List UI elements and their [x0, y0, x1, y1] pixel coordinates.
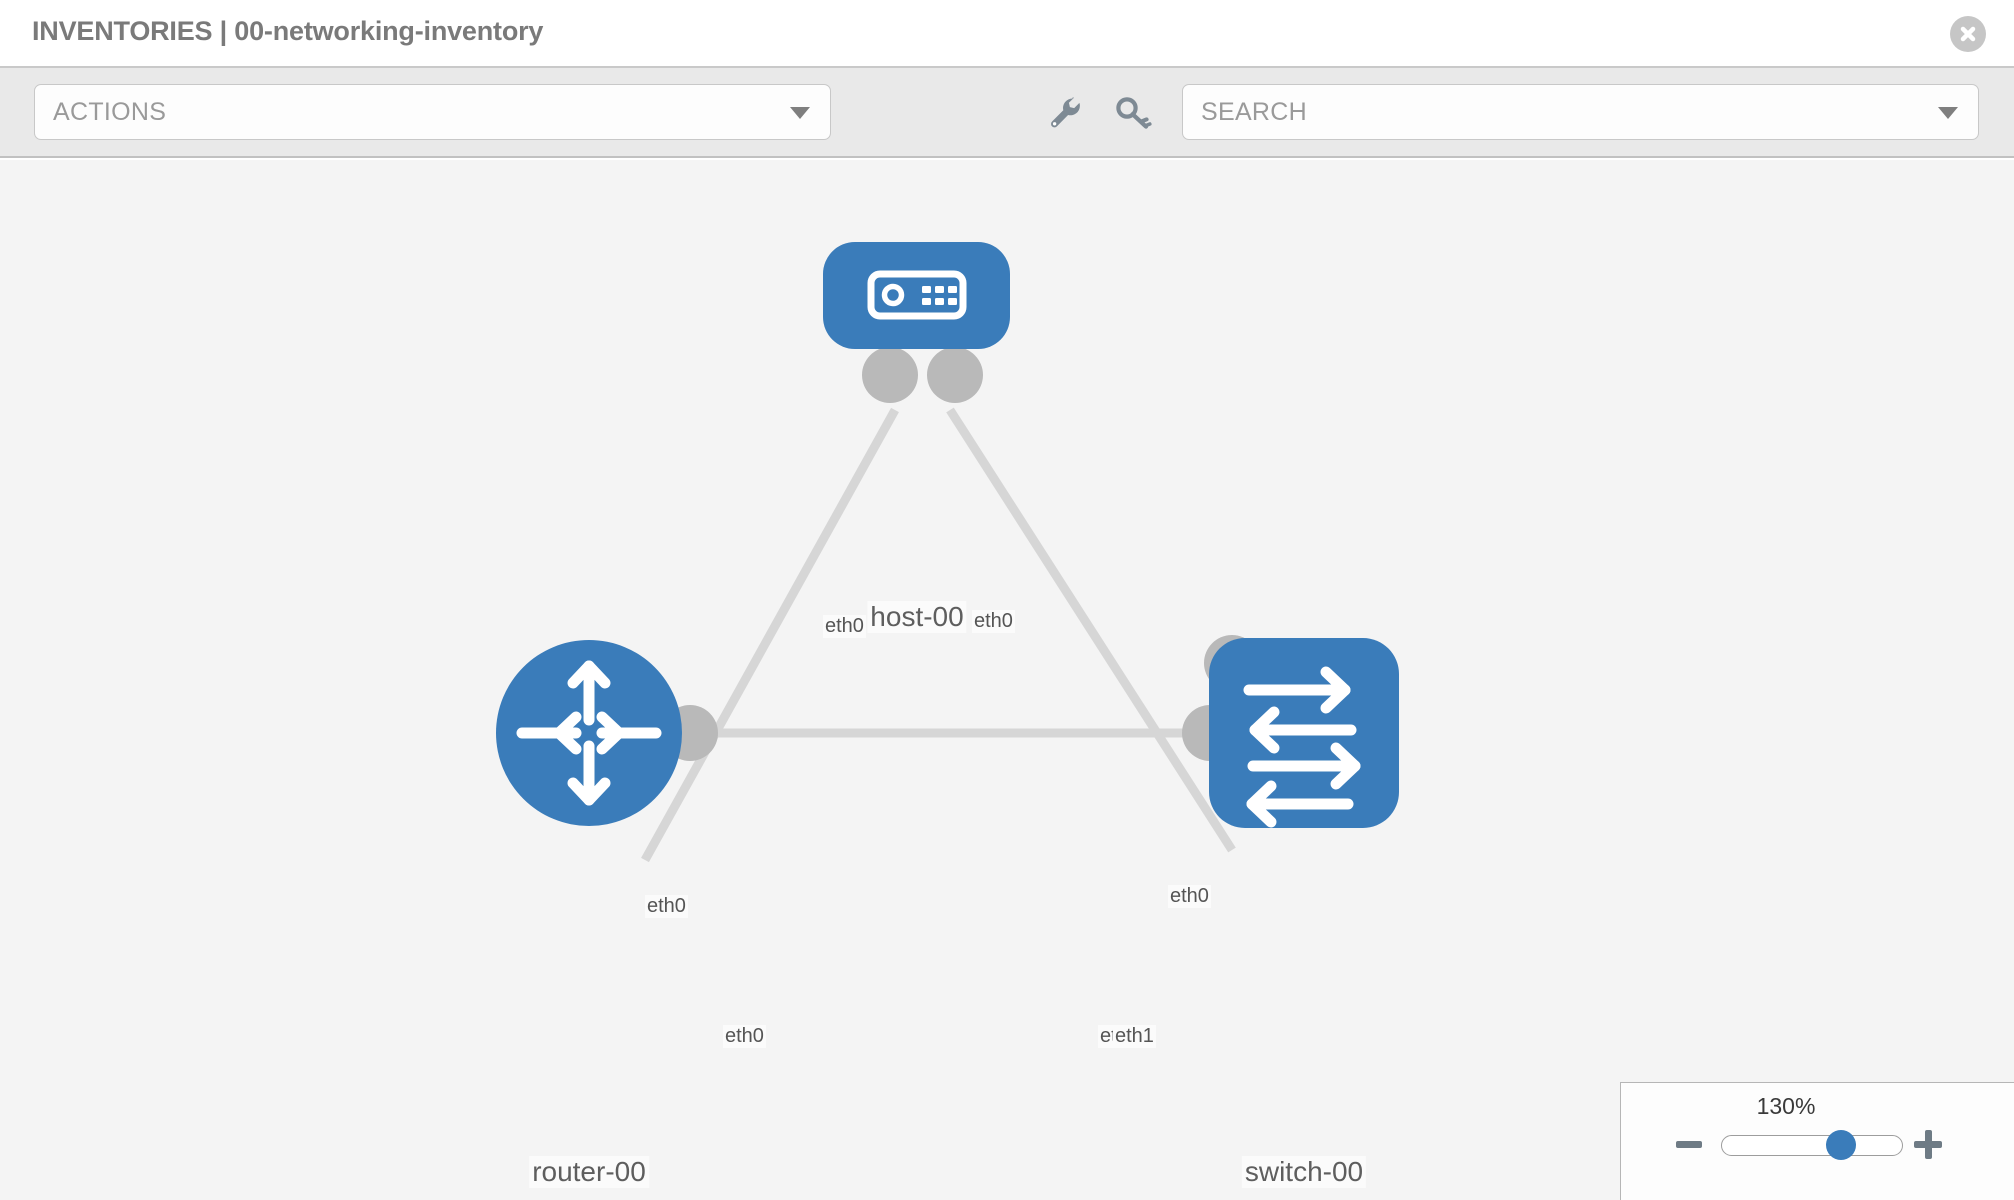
server-icon [867, 270, 967, 320]
router-arrows-icon [516, 660, 662, 806]
edge-label-eth0: eth0 [972, 610, 1015, 633]
search-input[interactable]: SEARCH [1182, 84, 1979, 140]
chevron-down-icon[interactable] [1938, 107, 1958, 119]
node-router-00[interactable] [496, 640, 682, 826]
zoom-slider-handle[interactable] [1825, 1130, 1856, 1160]
zoom-slider-row [1621, 1129, 2014, 1173]
plus-icon[interactable] [1914, 1129, 1942, 1159]
connection-handles [662, 347, 1260, 761]
edge-host-router[interactable] [641, 407, 899, 863]
chevron-down-icon [790, 107, 810, 119]
wrench-icon[interactable] [1043, 91, 1087, 135]
zoom-percent-label: 130% [1756, 1093, 1816, 1119]
key-icon[interactable] [1111, 91, 1155, 135]
actions-dropdown-label: ACTIONS [53, 98, 167, 126]
actions-dropdown[interactable]: ACTIONS [34, 84, 831, 140]
edge-label-eth0: eth0 [823, 615, 866, 638]
search-placeholder-label: SEARCH [1201, 98, 1307, 126]
topology-canvas[interactable]: host-00 router-00 switch-00 eth0 eth0 et… [0, 160, 2014, 1200]
edge-label-eth1: eth1 [1113, 1025, 1156, 1048]
node-label-host-00: host-00 [867, 601, 967, 633]
close-icon[interactable] [1950, 16, 1986, 52]
node-label-router-00: router-00 [529, 1156, 649, 1188]
node-switch-00[interactable] [1209, 638, 1399, 828]
node-host-00[interactable] [823, 242, 1010, 349]
edge-label-eth0: eth0 [723, 1025, 766, 1048]
edge-label-eth0: eth0 [645, 895, 688, 918]
edge-label-eth0: eth0 [1168, 885, 1211, 908]
topology-graph [496, 242, 1399, 863]
node-label-switch-00: switch-00 [1241, 1156, 1367, 1188]
minus-icon[interactable] [1676, 1141, 1702, 1148]
zoom-slider[interactable] [1721, 1130, 1903, 1160]
switch-arrows-icon [1243, 666, 1361, 828]
window-titlebar: INVENTORIES | 00-networking-inventory [0, 0, 2014, 68]
page-title: INVENTORIES | 00-networking-inventory [32, 16, 544, 46]
edge-host-switch[interactable] [946, 407, 1236, 853]
zoom-control-panel: 130% [1620, 1082, 2014, 1200]
